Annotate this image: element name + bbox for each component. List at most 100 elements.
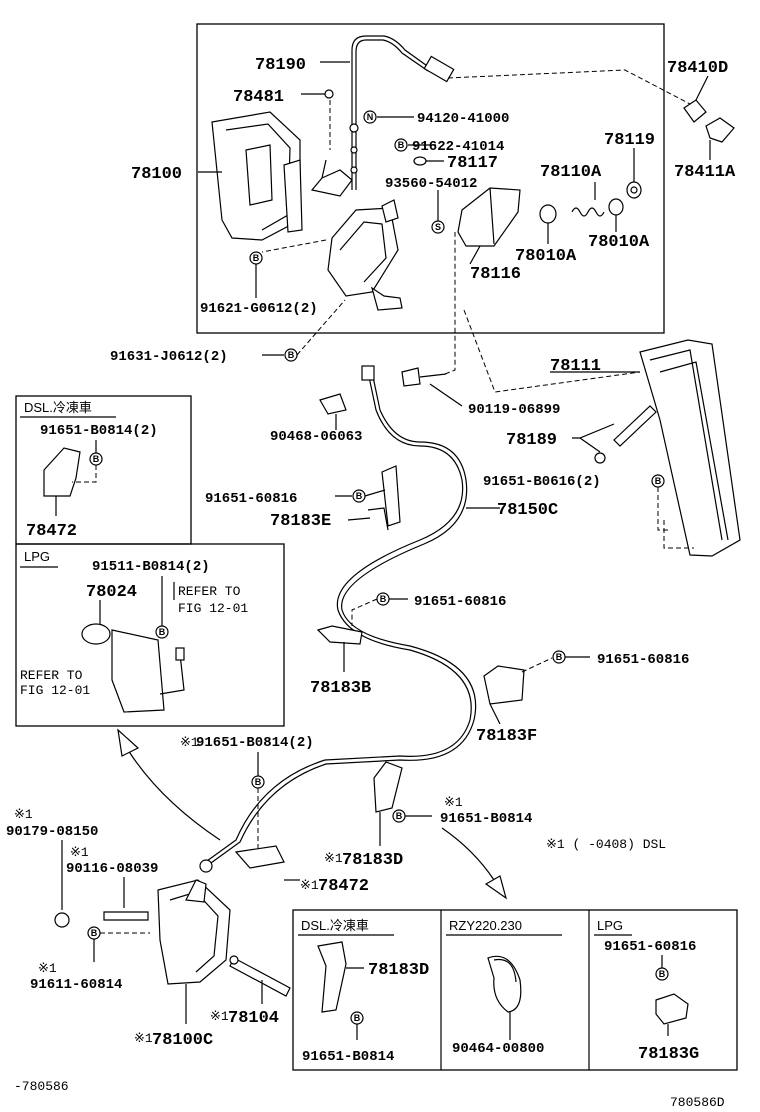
svg-text:B: B <box>93 454 100 464</box>
label-90468-06063: 90468-06063 <box>270 429 362 445</box>
bushing-78010A-a <box>539 204 557 224</box>
star-mark-78183D: ※1 <box>324 851 343 866</box>
marker-b-dsl-box: B <box>89 452 103 466</box>
diagram-code-right: 780586D <box>670 1095 725 1110</box>
bottom-rzy-title: RZY220.230 <box>449 918 522 933</box>
svg-text:B: B <box>556 652 563 662</box>
label-93560-54012: 93560-54012 <box>385 176 477 192</box>
bottom-label-90464-00800: 90464-00800 <box>452 1041 544 1057</box>
cable-end-fitting <box>423 55 455 83</box>
lpg-refer-1: REFER TO <box>178 584 241 599</box>
bottom-label-91651-60816: 91651-60816 <box>604 939 696 955</box>
bracket-plate-78100 <box>211 111 301 241</box>
label-78100: 78100 <box>131 165 182 184</box>
lpg-fig-1: FIG 12-01 <box>178 601 248 616</box>
label-78410D: 78410D <box>667 59 728 78</box>
star-mark-b0814: ※1 <box>444 795 463 810</box>
marker-b-91651-60816-a: B <box>352 489 366 503</box>
dsl-box-title: DSL.冷凍車 <box>24 400 92 415</box>
svg-text:B: B <box>356 491 363 501</box>
svg-text:B: B <box>91 928 98 938</box>
svg-text:B: B <box>655 476 662 486</box>
band-90464 <box>487 955 522 1013</box>
marker-s: S <box>431 220 445 234</box>
lpg-box <box>15 543 285 727</box>
bracket-78183D-dsl <box>317 941 347 1013</box>
marker-b-91631: B <box>284 348 298 362</box>
bottom-dsl-title: DSL.冷凍車 <box>301 918 369 933</box>
marker-b-91622: B <box>394 138 408 152</box>
bracket-78183F <box>483 665 525 705</box>
label-78100C: 78100C <box>152 1031 213 1050</box>
svg-text:B: B <box>159 627 166 637</box>
svg-text:B: B <box>659 969 666 979</box>
bolt-90119 <box>401 367 421 387</box>
lpg-box-title: LPG <box>24 549 50 564</box>
svg-text:S: S <box>435 222 441 232</box>
label-91631-J0612: 91631-J0612(2) <box>110 349 228 365</box>
bottom-label-78183D: 78183D <box>368 961 429 980</box>
label-78190: 78190 <box>255 56 306 75</box>
label-78150C: 78150C <box>497 501 558 520</box>
bracket-78183G <box>655 993 689 1025</box>
star-mark-a: ※1 <box>180 735 199 750</box>
marker-b-91651-60816-c: B <box>552 650 566 664</box>
clip-78117 <box>413 156 427 166</box>
label-78411A: 78411A <box>674 163 736 182</box>
cable-78190 <box>351 35 431 190</box>
label-78119: 78119 <box>604 131 655 150</box>
label-78481: 78481 <box>233 88 284 107</box>
stopper-78410D <box>683 99 707 123</box>
bracket-78183B <box>316 625 363 645</box>
label-78104: 78104 <box>228 1009 279 1028</box>
label-94120-41000: 94120-41000 <box>417 111 509 127</box>
label-78472-star: 78472 <box>318 877 369 896</box>
bottom-label-78183G: 78183G <box>638 1045 699 1064</box>
bushing-78010A-b <box>608 198 624 216</box>
lpg-label-91511-B0814: 91511-B0814(2) <box>92 559 210 575</box>
star-mark-78104: ※1 <box>210 1009 229 1024</box>
bracket-78183E <box>381 465 401 527</box>
label-78111: 78111 <box>550 357 601 376</box>
bracket-78472-star <box>234 845 285 869</box>
label-91651-60816-a: 91651-60816 <box>205 491 297 507</box>
pedal-lever <box>327 207 399 297</box>
label-78183E: 78183E <box>270 512 331 531</box>
bottom-label-91651-B0814: 91651-B0814 <box>302 1049 394 1065</box>
label-90179-08150: 90179-08150 <box>6 824 98 840</box>
bottom-detail-boxes <box>292 909 738 1071</box>
svg-text:B: B <box>253 253 260 263</box>
label-78183D-star: 78183D <box>342 851 403 870</box>
marker-b-91651-B0616: B <box>651 474 665 488</box>
bracket-78116 <box>457 187 521 247</box>
star-mark-90116: ※1 <box>70 845 89 860</box>
nut-90179 <box>54 912 70 928</box>
bracket-lpg <box>111 629 165 713</box>
switch-78024 <box>81 623 111 645</box>
lpg-label-78024: 78024 <box>86 583 137 602</box>
dsl-box-label-78472: 78472 <box>26 522 77 541</box>
marker-b-91621: B <box>249 251 263 265</box>
marker-b-bottom-lpg: B <box>655 967 669 981</box>
svg-text:B: B <box>398 140 405 150</box>
marker-b-91651-60816-b: B <box>376 592 390 606</box>
cable-78150C <box>199 371 472 867</box>
star-mark-78472: ※1 <box>300 878 319 893</box>
nut-78481 <box>324 89 334 99</box>
arrow-to-detail-boxes <box>441 827 495 881</box>
svg-text:B: B <box>396 811 403 821</box>
lpg-fig-2: FIG 12-01 <box>20 683 90 698</box>
label-91651-60816-c: 91651-60816 <box>597 652 689 668</box>
main-assembly-box <box>196 23 665 334</box>
clamp-90468 <box>319 393 347 415</box>
label-91651-B0814-2: 91651-B0814(2) <box>196 735 314 751</box>
marker-n: N <box>363 110 377 124</box>
star-mark-78100C: ※1 <box>134 1031 153 1046</box>
bracket-78183D-star <box>373 761 403 813</box>
label-78116: 78116 <box>470 265 521 284</box>
label-78010A-right: 78010A <box>588 233 650 252</box>
svg-text:B: B <box>380 594 387 604</box>
stud-90116 <box>103 911 149 921</box>
svg-text:B: B <box>255 777 262 787</box>
